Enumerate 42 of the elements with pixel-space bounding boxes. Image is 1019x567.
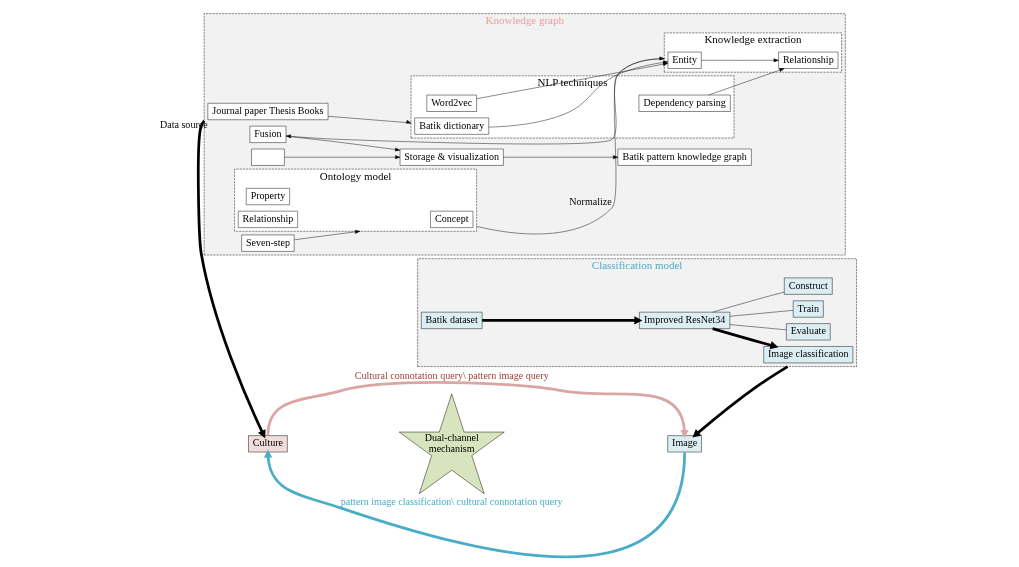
node-box: Property (245, 188, 290, 205)
arrow (700, 58, 779, 63)
node-box: Relationship (777, 51, 838, 69)
edge-label: Cultural connotation query\ pattern image query (354, 370, 549, 382)
node-box: Storage & visualization (399, 148, 504, 166)
node-box: Entity (667, 51, 702, 69)
node-box: Seven-step (240, 234, 294, 252)
node-box: Image classification (763, 346, 853, 364)
arrow (196, 120, 265, 439)
node-box: Word2vec (426, 94, 477, 112)
arrow (475, 56, 664, 235)
node-box (250, 148, 285, 166)
arrow (707, 68, 784, 96)
arrow (502, 155, 618, 160)
node-box: Construct (783, 277, 832, 295)
node-box: Concept (429, 210, 473, 228)
arrow (476, 62, 668, 99)
arrow (327, 116, 411, 124)
node-box: Batik pattern knowledge graph (617, 148, 752, 166)
node-box: Train (792, 300, 824, 318)
node-box: Dependency parsing (638, 94, 731, 112)
node-box: Fusion (249, 125, 286, 143)
arrow (263, 449, 686, 559)
node-box: Image (667, 435, 702, 453)
arrow (481, 316, 642, 325)
edge-label: pattern image classification\ cultural connotation query (340, 495, 563, 507)
arrow (711, 327, 778, 350)
node-box: Batik dataset (420, 311, 482, 329)
node-box: Evaluate (785, 323, 830, 341)
arrow (692, 365, 788, 438)
node-box: Relationship (237, 210, 298, 228)
arrow (283, 155, 400, 160)
node-box: Culture (247, 435, 288, 453)
arrow (266, 381, 689, 439)
node-box: Batik dictionary (413, 117, 489, 135)
arrow (285, 136, 400, 152)
node-box: Journal paper Thesis Books (207, 103, 328, 120)
arrow (488, 60, 668, 128)
edge-label: Normalize (568, 196, 612, 208)
arrow (293, 230, 360, 240)
node-box: Improved ResNet34 (638, 311, 730, 329)
arrow (285, 58, 664, 145)
